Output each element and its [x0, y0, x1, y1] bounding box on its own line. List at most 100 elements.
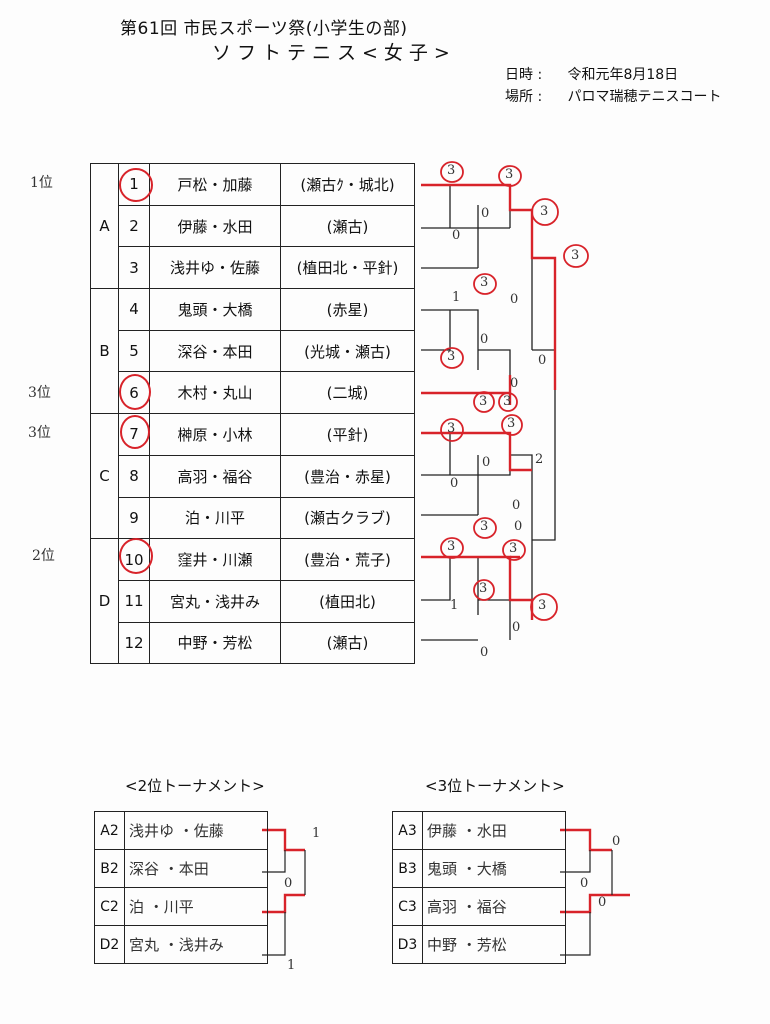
bracket-black	[421, 184, 556, 641]
entry-number: 11	[118, 579, 150, 623]
winner-circle-10	[119, 538, 153, 574]
score: 0	[580, 876, 589, 891]
table-row: 11 宮丸・浅井み (植田北)	[91, 579, 415, 623]
entry-school: (植田北・平針)	[280, 246, 415, 290]
table-row: 5 深谷・本田 (光城・瀬古)	[91, 329, 415, 373]
score: 3	[479, 581, 488, 596]
score: 0	[452, 228, 461, 243]
place-row: 場所 : パロマ瑞穂テニスコート	[505, 86, 721, 106]
table-row: 8 高羽・福谷 (豊治・赤星)	[91, 454, 415, 498]
entry-number: 3	[118, 246, 150, 290]
slot-label: B3	[392, 849, 423, 888]
slot-names: 宮丸 ・浅井み	[124, 925, 268, 964]
entry-school: (豊治・荒子)	[280, 538, 415, 581]
score: 3	[503, 394, 512, 409]
winner-circle-6	[119, 374, 151, 410]
score-circles	[440, 161, 589, 621]
score: 3	[538, 598, 547, 613]
title-line2: ソフトテニス<女子>	[212, 42, 456, 64]
sub-bracket-black	[262, 850, 613, 956]
score: 0	[480, 332, 489, 347]
entry-names: 高羽・福谷	[149, 454, 281, 498]
entry-names: 鬼頭・大橋	[149, 288, 281, 331]
table-row: D2 宮丸 ・浅井み	[94, 925, 268, 964]
date-row: 日時 : 令和元年8月18日	[505, 64, 678, 84]
score: 0	[284, 876, 293, 891]
score: 0	[538, 353, 547, 368]
entry-names: 伊藤・水田	[149, 204, 281, 248]
slot-names: 鬼頭 ・大橋	[422, 849, 566, 888]
slot-names: 深谷 ・本田	[124, 849, 268, 888]
score: 0	[512, 620, 521, 635]
place-label: 場所 :	[505, 89, 543, 105]
entry-names: 戸松・加藤	[149, 163, 281, 206]
entry-table: A 1 戸松・加藤 (瀬古ｸ・城北) 2 伊藤・水田 (瀬古) 3 浅井ゆ・佐藤…	[90, 162, 415, 665]
second-tournament-title: <2位トーナメント>	[125, 777, 265, 795]
score: 3	[480, 519, 489, 534]
score: 1	[450, 598, 459, 613]
score: 1	[312, 826, 321, 841]
score: 0	[612, 834, 621, 849]
score: 3	[571, 248, 580, 263]
entry-number: 8	[118, 454, 150, 498]
slot-names: 中野 ・芳松	[422, 925, 566, 964]
table-row: A2 浅井ゆ ・佐藤	[94, 811, 268, 850]
entry-school: (豊治・赤星)	[280, 454, 415, 498]
table-row: C2 泊 ・川平	[94, 887, 268, 926]
bracket-red	[262, 183, 630, 914]
score: 0	[512, 498, 521, 513]
table-row: C3 高羽 ・福谷	[392, 887, 566, 926]
entry-number: 12	[118, 621, 150, 665]
slot-label: A2	[94, 811, 125, 850]
date-label: 日時 :	[505, 67, 543, 83]
entry-school: (植田北)	[280, 579, 415, 623]
slot-label: A3	[392, 811, 423, 850]
slot-names: 泊 ・川平	[124, 887, 268, 926]
table-row: 6 木村・丸山 (二城)	[91, 371, 415, 415]
third-tournament-title: <3位トーナメント>	[425, 777, 565, 795]
group-label-d: D	[90, 538, 119, 665]
second-tournament-table: A2 浅井ゆ ・佐藤 B2 深谷 ・本田 C2 泊 ・川平 D2 宮丸 ・浅井み	[94, 811, 268, 964]
score: 3	[505, 167, 514, 182]
slot-label: B2	[94, 849, 125, 888]
slot-names: 伊藤 ・水田	[422, 811, 566, 850]
score: 3	[540, 204, 549, 219]
score: 0	[510, 292, 519, 307]
score: 0	[481, 206, 490, 221]
slot-names: 高羽 ・福谷	[422, 887, 566, 926]
table-row: B3 鬼頭 ・大橋	[392, 849, 566, 888]
score: 0	[482, 455, 491, 470]
score: 3	[480, 275, 489, 290]
table-row: D 10 窪井・川瀬 (豊治・荒子)	[90, 538, 415, 665]
score: 0	[450, 476, 459, 491]
entry-school: (光城・瀬古)	[280, 329, 415, 373]
entry-school: (瀬古ｸ・城北)	[280, 163, 415, 206]
slot-label: C3	[392, 887, 423, 926]
score: 3	[479, 394, 488, 409]
title-line1: 第61回 市民スポーツ祭(小学生の部)	[120, 19, 408, 39]
score: 3	[507, 416, 516, 431]
slot-names: 浅井ゆ ・佐藤	[124, 811, 268, 850]
table-row: B2 深谷 ・本田	[94, 849, 268, 888]
entry-names: 榊原・小林	[149, 413, 281, 456]
entry-names: 中野・芳松	[149, 621, 281, 665]
entry-school: (瀬古)	[280, 621, 415, 665]
rank-first-note: 1位	[30, 175, 53, 191]
date-value: 令和元年8月18日	[567, 67, 679, 83]
rank-third-note-a: 3位	[28, 385, 51, 401]
table-row: 12 中野・芳松 (瀬古)	[91, 621, 415, 665]
rank-second-note: 2位	[32, 548, 55, 564]
score: 3	[447, 421, 456, 436]
winner-circle-1	[119, 168, 153, 202]
score: 3	[447, 539, 456, 554]
third-tournament-table: A3 伊藤 ・水田 B3 鬼頭 ・大橋 C3 高羽 ・福谷 D3 中野 ・芳松	[392, 811, 566, 964]
score: 2	[535, 452, 544, 467]
score: 3	[447, 349, 456, 364]
score: 3	[509, 541, 518, 556]
score: 1	[452, 290, 461, 305]
place-value: パロマ瑞穂テニスコート	[567, 89, 722, 105]
entry-names: 宮丸・浅井み	[149, 579, 281, 623]
winner-circle-7	[120, 415, 150, 449]
score: 0	[598, 895, 607, 910]
